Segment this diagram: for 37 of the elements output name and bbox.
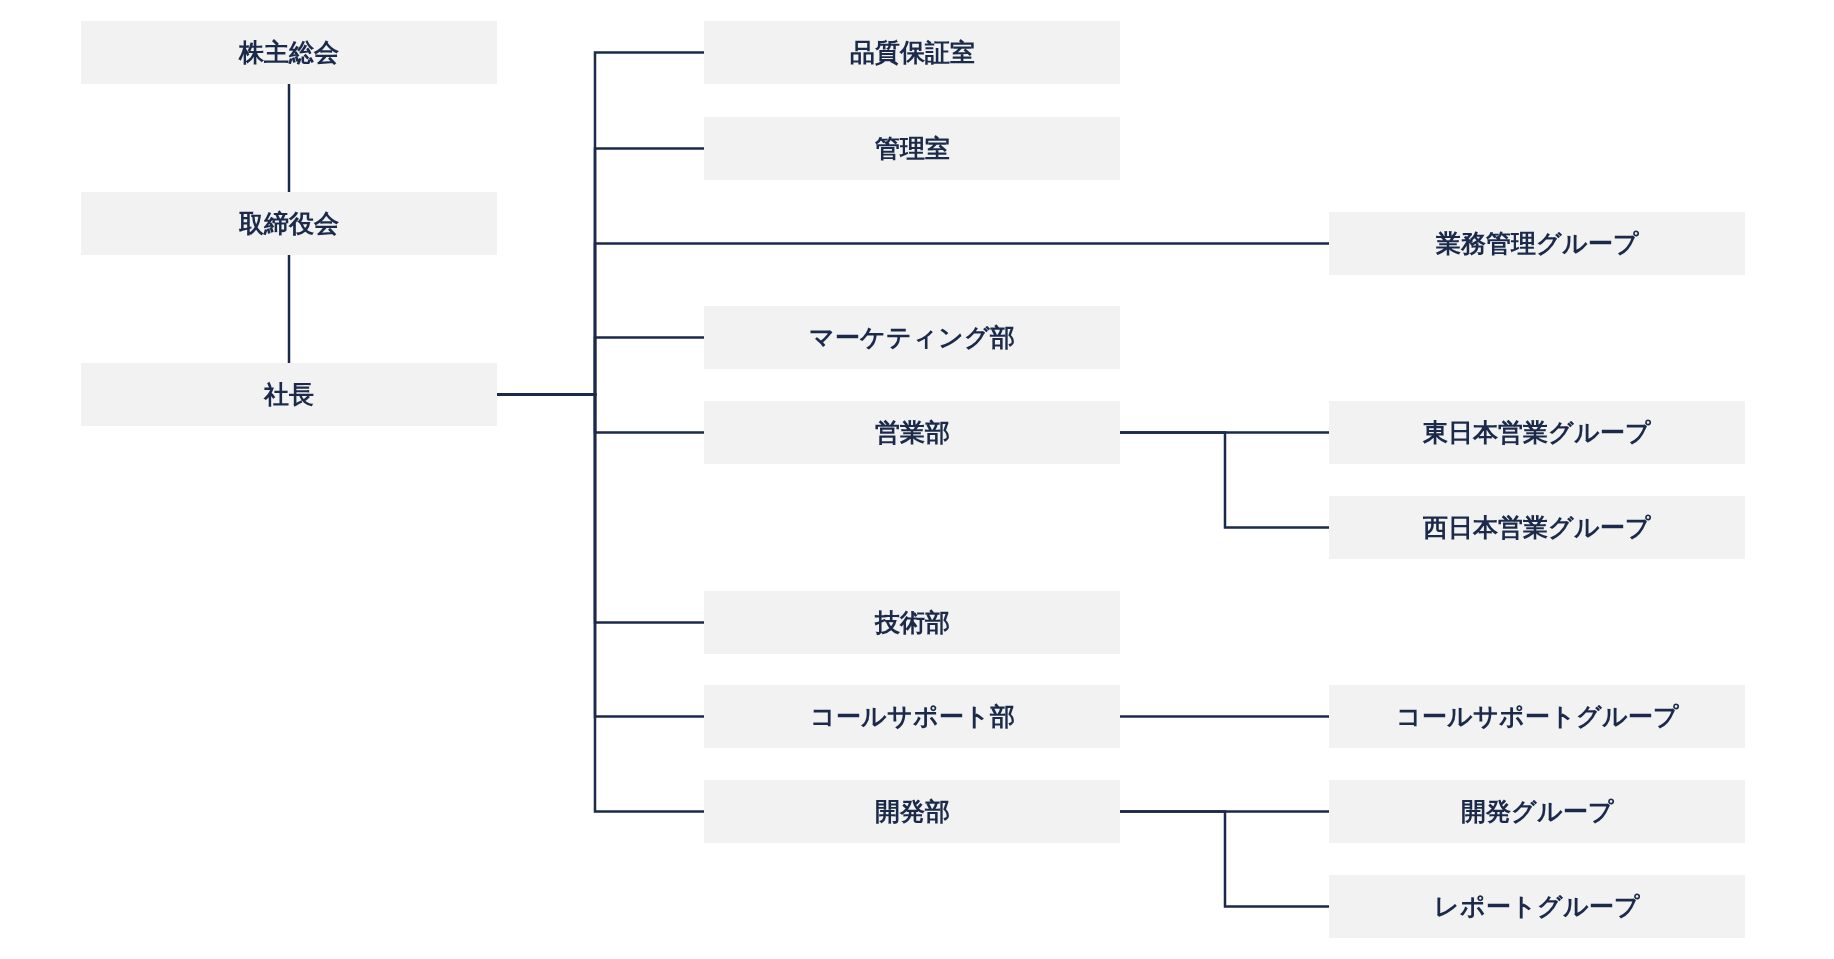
org-unit-box <box>1329 401 1745 464</box>
connector-line <box>1120 715 1329 718</box>
org-unit-box <box>704 780 1120 843</box>
unit-name: 管理室 <box>874 133 950 165</box>
unit-name: 取締役会 <box>239 208 339 240</box>
unit-name: 株主総会 <box>239 37 339 69</box>
unit-name: コールサポート部 <box>809 701 1015 733</box>
org-unit-box <box>704 117 1120 180</box>
org-unit-box <box>704 401 1120 464</box>
unit-name: 品質保証室 <box>849 37 975 69</box>
connector-line <box>1120 810 1329 908</box>
org-unit-box <box>1329 496 1745 559</box>
unit-name: 開発グループ <box>1460 796 1614 828</box>
org-unit-box <box>1329 212 1745 275</box>
unit-name: 西日本営業グループ <box>1423 512 1651 544</box>
connector-line <box>287 84 291 192</box>
unit-name: マーケティング部 <box>809 322 1015 354</box>
org-unit-box <box>704 591 1120 654</box>
unit-name: コールサポートグループ <box>1395 701 1679 733</box>
unit-name: 社長 <box>264 379 314 411</box>
unit-name: レポートグループ <box>1434 891 1640 923</box>
org-unit-box <box>704 685 1120 748</box>
unit-name: 営業部 <box>874 417 950 449</box>
org-unit-box <box>1329 875 1745 938</box>
connector-line <box>1120 431 1329 529</box>
org-unit-box <box>704 21 1120 84</box>
connector-line <box>287 255 291 363</box>
org-unit-box <box>704 306 1120 369</box>
org-unit-box <box>1329 685 1745 748</box>
org-unit-box <box>81 21 497 84</box>
unit-name: 東日本営業グループ <box>1423 417 1651 449</box>
org-unit-box <box>81 363 497 426</box>
unit-name: 業務管理グループ <box>1435 228 1639 260</box>
org-unit-box <box>1329 780 1745 843</box>
org-unit-box <box>81 192 497 255</box>
unit-name: 開発部 <box>874 796 950 828</box>
unit-name: 技術部 <box>874 607 950 639</box>
